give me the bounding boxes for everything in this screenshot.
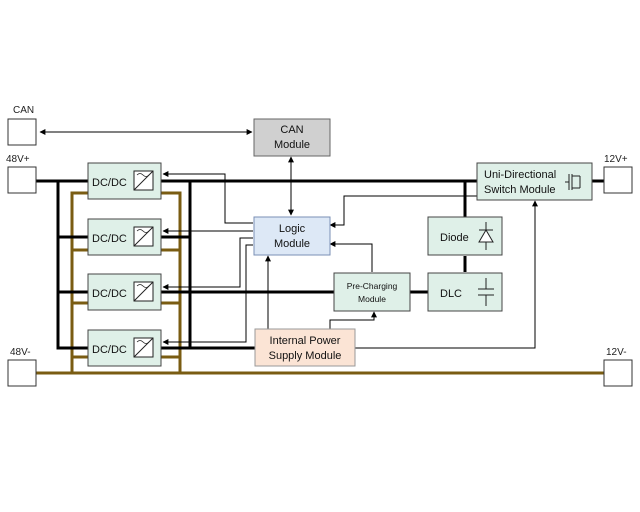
terminal-12v-minus-label: 12V- [606,347,627,358]
switch-line2: Switch Module [484,184,556,196]
capacitor-icon [478,278,494,306]
terminal-12v-plus: 12V+ [603,154,633,194]
mosfet-icon [565,174,581,190]
diode-label: Diode [440,232,469,244]
internal-power-supply-module: Internal Power Supply Module [254,328,356,367]
dcdc-3-label: DC/DC [92,288,127,300]
terminal-12v-minus: 12V- [603,347,633,387]
ground-bus [36,191,604,375]
dcdc-4-label: DC/DC [92,344,127,356]
dcdc-1-label: DC/DC [92,177,127,189]
terminal-48v-minus: 48V- [7,347,37,387]
dlc-label: DLC [440,288,462,300]
dcdc-module-4: DC/DC [87,329,162,367]
precharging-line2: Module [358,294,386,304]
switch-line1: Uni-Directional [484,169,556,181]
dlc-module: DLC [427,272,503,312]
dcdc-2-label: DC/DC [92,233,127,245]
diode-icon [478,222,494,250]
can-module: CAN Module [253,118,331,157]
internal-power-line1: Internal Power [270,335,341,347]
can-module-line2: Module [274,139,310,151]
dcdc-module-2: DC/DC [87,218,162,256]
uni-directional-switch-module: Uni-Directional Switch Module [476,162,593,201]
logic-module: Logic Module [253,216,331,256]
dcdc-module-3: DC/DC [87,273,162,311]
terminal-can-label: CAN [13,105,34,116]
hv-bus [36,179,604,350]
can-module-line1: CAN [280,124,303,136]
logic-module-line2: Module [274,238,310,250]
precharging-line1: Pre-Charging [347,281,398,291]
terminal-12v-plus-label: 12V+ [604,154,628,165]
terminal-48v-plus: 48V+ [6,154,37,194]
dcdc-module-1: DC/DC [87,162,162,200]
signal-lines [39,129,538,349]
terminal-48v-plus-label: 48V+ [6,154,30,165]
precharging-module: Pre-Charging Module [333,272,411,312]
terminal-can: CAN [7,105,37,146]
diode-module: Diode [427,216,503,256]
terminal-48v-minus-label: 48V- [10,347,31,358]
logic-module-line1: Logic [279,223,306,235]
internal-power-line2: Supply Module [269,350,342,362]
